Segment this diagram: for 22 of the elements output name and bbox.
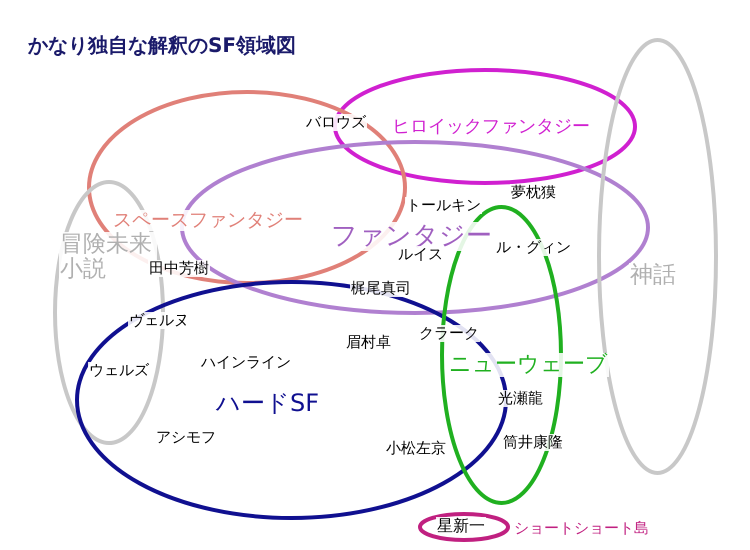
author-name: 筒井康隆 [502,434,564,450]
author-name: バロウズ [305,114,367,130]
author-name: ウェルズ [88,362,150,378]
author-name: ハインライン [200,354,292,370]
category-ellipse [418,512,510,542]
region-label: ハードSF [215,390,320,416]
author-name: 光瀬龍 [497,390,544,406]
author-name: クラーク [418,325,480,342]
region-caption: ショートショート島 [513,520,650,536]
region-label: ニューウェーブ [448,353,609,378]
region-label: スペースファンタジー [112,210,304,231]
category-ellipse [333,68,637,185]
author-name: アシモフ [155,429,217,446]
diagram-title: かなり独自な解釈のSF領域図 [28,32,296,59]
author-name: 夢枕獏 [510,184,557,200]
author-name: 田中芳樹 [148,260,210,276]
author-name: ルイス [397,246,444,262]
author-name: 小松左京 [385,440,447,456]
author-name: 眉村卓 [345,334,392,350]
author-name: トールキン [405,197,482,214]
author-name: ル・グィン [495,239,572,256]
region-label: 星新一 [436,517,486,535]
